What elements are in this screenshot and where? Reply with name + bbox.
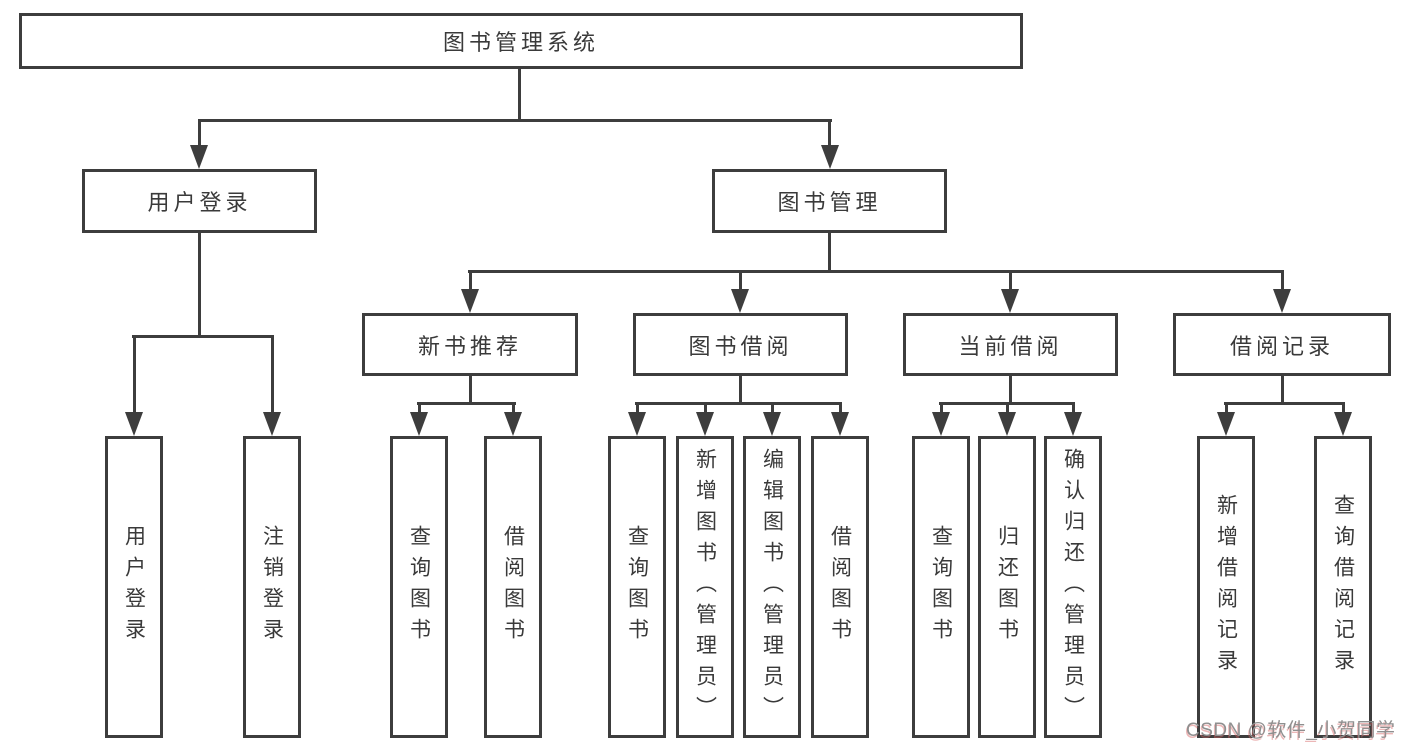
node-add-book-admin-label: 新增图书（管理员）: [693, 447, 717, 727]
node-book-management: 图书管理: [712, 169, 947, 233]
connector-to-user-login: [198, 119, 201, 147]
arrow-down-return-book-icon: [998, 412, 1016, 436]
node-add-book-admin: 新增图书（管理员）: [676, 436, 734, 738]
arrow-down-query-books-3-icon: [932, 412, 950, 436]
node-logout-label: 注销登录: [260, 525, 284, 649]
connector-book-management-stub: [828, 233, 831, 273]
node-query-borrow-record-label: 查询借阅记录: [1331, 494, 1355, 680]
connector-book-borrowing-rail: [635, 402, 842, 405]
node-book-management-system: 图书管理系统: [19, 13, 1023, 69]
connector-to-current-borrowing: [1009, 272, 1012, 292]
arrow-down-query-borrow-record-icon: [1334, 412, 1352, 436]
node-query-books-3-label: 查询图书: [929, 525, 953, 649]
connector-to-new-book-recommendation: [469, 272, 472, 292]
arrow-down-book-management-icon: [821, 145, 839, 169]
connector-level2-rail: [198, 119, 832, 122]
arrow-down-add-borrow-record-icon: [1217, 412, 1235, 436]
connector-to-borrow-books-1: [512, 402, 515, 416]
connector-level3-rail: [468, 270, 1284, 273]
connector-to-borrowing-records: [1281, 272, 1284, 292]
node-user-login-action: 用户登录: [105, 436, 163, 738]
connector-to-logout: [271, 335, 274, 414]
connector-to-return-book: [1006, 402, 1009, 416]
connector-to-book-management: [828, 119, 831, 147]
node-query-books-1: 查询图书: [390, 436, 448, 738]
node-user-login: 用户登录: [82, 169, 317, 233]
connector-to-query-books-2: [636, 402, 639, 416]
node-confirm-return-admin-label: 确认归还（管理员）: [1061, 447, 1085, 727]
node-query-books-2-label: 查询图书: [625, 525, 649, 649]
node-borrowing-records: 借阅记录: [1173, 313, 1391, 376]
node-return-book-label: 归还图书: [995, 525, 1019, 649]
connector-to-add-book: [704, 402, 707, 416]
connector-current-borrowing-stub: [1009, 375, 1012, 405]
connector-to-edit-book: [771, 402, 774, 416]
arrow-down-confirm-return-icon: [1064, 412, 1082, 436]
csdn-watermark: CSDN @软件_小贺同学: [1186, 720, 1396, 741]
node-current-borrowing: 当前借阅: [903, 313, 1118, 376]
node-edit-book-admin: 编辑图书（管理员）: [743, 436, 801, 738]
node-query-books-3: 查询图书: [912, 436, 970, 738]
connector-to-query-books-1: [418, 402, 421, 416]
arrow-down-current-borrowing-icon: [1001, 289, 1019, 313]
node-confirm-return-admin: 确认归还（管理员）: [1044, 436, 1102, 738]
node-add-borrow-record-label: 新增借阅记录: [1214, 494, 1238, 680]
node-query-books-2: 查询图书: [608, 436, 666, 738]
arrow-down-logout-icon: [263, 412, 281, 436]
node-book-borrowing: 图书借阅: [633, 313, 848, 376]
node-user-login-action-label: 用户登录: [122, 525, 146, 649]
connector-to-book-borrowing: [739, 272, 742, 292]
node-borrow-books-1-label: 借阅图书: [501, 525, 525, 649]
arrow-down-borrowing-records-icon: [1273, 289, 1291, 313]
connector-book-borrowing-stub: [739, 375, 742, 405]
node-query-borrow-record: 查询借阅记录: [1314, 436, 1372, 738]
arrow-down-borrow-books-1-icon: [504, 412, 522, 436]
connector-new-book-recommendation-stub: [469, 375, 472, 405]
connector-user-login-rail: [132, 335, 274, 338]
arrow-down-add-book-icon: [696, 412, 714, 436]
arrow-down-user-login-icon: [190, 145, 208, 169]
node-edit-book-admin-label: 编辑图书（管理员）: [760, 447, 784, 727]
arrow-down-new-book-recommendation-icon: [461, 289, 479, 313]
connector-to-query-books-3: [940, 402, 943, 416]
connector-borrowing-records-stub: [1281, 375, 1284, 405]
arrow-down-book-borrowing-icon: [731, 289, 749, 313]
connector-borrowing-records-rail: [1224, 402, 1345, 405]
node-new-book-recommendation: 新书推荐: [362, 313, 578, 376]
connector-root-stub: [518, 69, 521, 122]
node-add-borrow-record: 新增借阅记录: [1197, 436, 1255, 738]
connector-new-book-recommendation-rail: [417, 402, 516, 405]
connector-to-confirm-return: [1072, 402, 1075, 416]
connector-to-add-borrow-record: [1225, 402, 1228, 416]
node-borrow-books-1: 借阅图书: [484, 436, 542, 738]
node-return-book: 归还图书: [978, 436, 1036, 738]
arrow-down-query-books-2-icon: [628, 412, 646, 436]
node-borrow-books-2: 借阅图书: [811, 436, 869, 738]
arrow-down-edit-book-icon: [763, 412, 781, 436]
arrow-down-borrow-books-2-icon: [831, 412, 849, 436]
node-query-books-1-label: 查询图书: [407, 525, 431, 649]
arrow-down-user-login-action-icon: [125, 412, 143, 436]
node-logout: 注销登录: [243, 436, 301, 738]
node-borrow-books-2-label: 借阅图书: [828, 525, 852, 649]
connector-to-query-borrow-record: [1342, 402, 1345, 416]
connector-to-user-login-action: [133, 335, 136, 414]
connector-to-borrow-books-2: [839, 402, 842, 416]
arrow-down-query-books-1-icon: [410, 412, 428, 436]
connector-user-login-stub: [198, 233, 201, 338]
